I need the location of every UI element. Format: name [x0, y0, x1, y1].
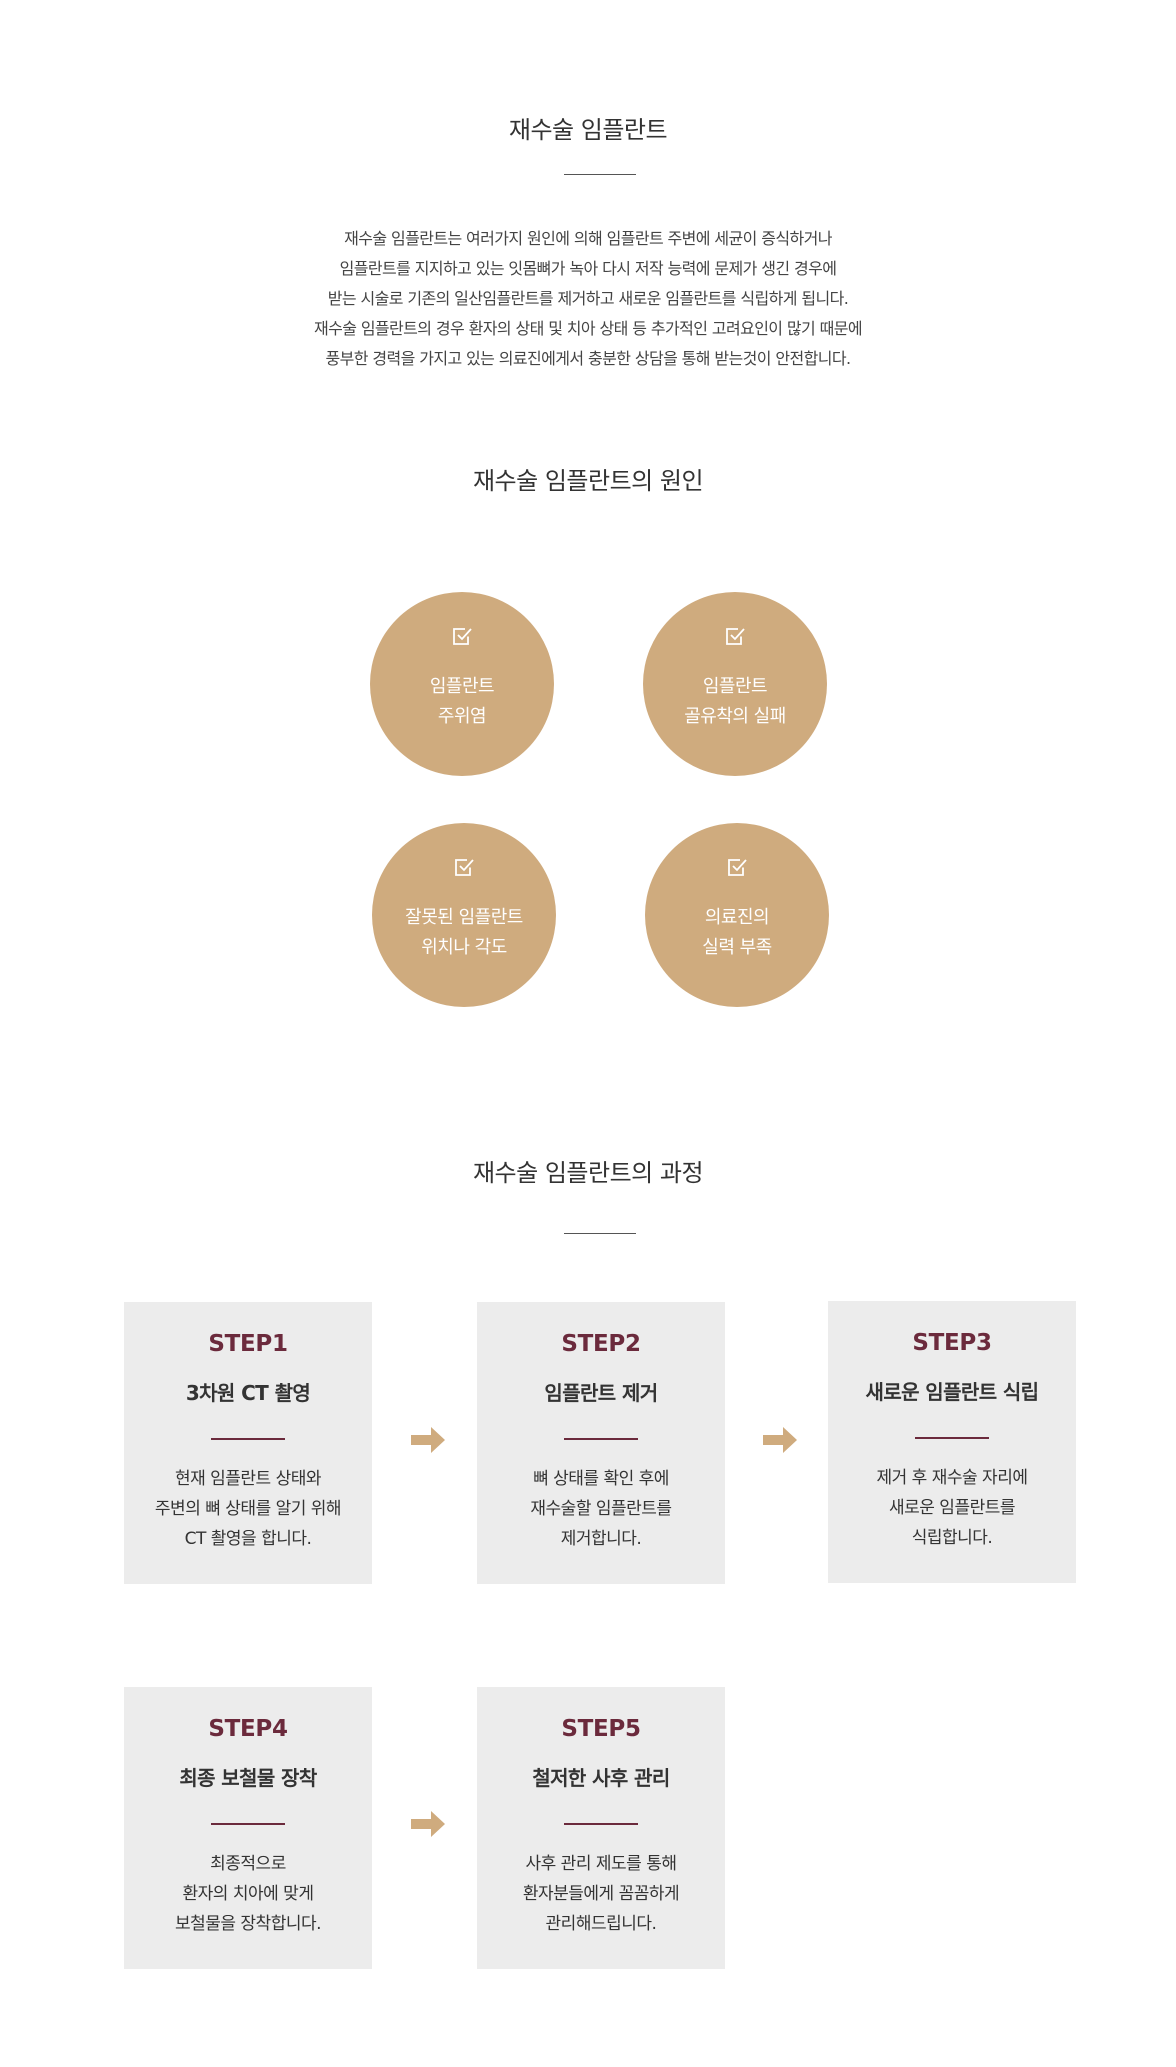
step-desc-line: CT 촬영을 합니다. — [184, 1529, 312, 1549]
title-divider — [564, 174, 636, 175]
step-desc-line: 식립합니다. — [911, 1528, 993, 1548]
check-square-icon — [453, 628, 472, 645]
arrow-right-icon — [763, 1427, 797, 1453]
step-number: STEP4 — [208, 1716, 288, 1742]
intro-line: 재수술 임플란트의 경우 환자의 상태 및 치아 상태 등 추가적인 고려요인이… — [313, 319, 863, 338]
cause-lack-of-skill: 의료진의 실력 부족 — [645, 823, 829, 1007]
intro-line: 풍부한 경력을 가지고 있는 의료진에게서 충분한 상담을 통해 받는것이 안전… — [325, 349, 852, 368]
intro-description: 재수술 임플란트는 여러가지 원인에 의해 임플란트 주변에 세균이 증식하거나… — [238, 224, 938, 374]
step-card-5: STEP5 철저한 사후 관리 사후 관리 제도를 통해 환자분들에게 꼼꼼하게… — [477, 1687, 725, 1969]
intro-line: 임플란트를 지지하고 있는 잇몸뼈가 녹아 다시 저작 능력에 문제가 생긴 경… — [339, 259, 837, 278]
cause-label-line2: 골유착의 실패 — [684, 706, 786, 727]
check-square-icon — [455, 859, 474, 876]
step-card-2: STEP2 임플란트 제거 뼈 상태를 확인 후에 재수술할 임플란트를 제거합… — [477, 1302, 725, 1584]
cause-label-line1: 의료진의 — [704, 907, 770, 928]
step-desc-line: 사후 관리 제도를 통해 — [525, 1854, 677, 1874]
cause-label-line1: 잘못된 임플란트 — [405, 907, 523, 928]
step-divider — [564, 1438, 638, 1440]
step-card-4: STEP4 최종 보철물 장착 최종적으로 환자의 치아에 맞게 보철물을 장착… — [124, 1687, 372, 1969]
step-title: 3차원 CT 촬영 — [185, 1381, 311, 1405]
cause-label: 임플란트 주위염 — [370, 672, 554, 732]
cause-label: 임플란트 골유착의 실패 — [643, 672, 827, 732]
step-desc-line: 새로운 임플란트를 — [888, 1498, 1016, 1518]
cause-label-line2: 주위염 — [437, 706, 487, 727]
check-square-icon — [728, 859, 747, 876]
step-desc-line: 제거합니다. — [560, 1529, 642, 1549]
cause-peri-implantitis: 임플란트 주위염 — [370, 592, 554, 776]
step-desc-line: 최종적으로 — [210, 1854, 286, 1874]
check-square-icon — [726, 628, 745, 645]
step-description: 최종적으로 환자의 치아에 맞게 보철물을 장착합니다. — [124, 1849, 372, 1939]
step-card-3: STEP3 새로운 임플란트 식립 제거 후 재수술 자리에 새로운 임플란트를… — [828, 1301, 1076, 1583]
section-title-reoperation: 재수술 임플란트 — [508, 116, 668, 144]
cause-label-line2: 위치나 각도 — [421, 937, 507, 958]
step-desc-line: 관리해드립니다. — [545, 1914, 657, 1934]
cause-label: 의료진의 실력 부족 — [645, 903, 829, 963]
step-description: 사후 관리 제도를 통해 환자분들에게 꼼꼼하게 관리해드립니다. — [477, 1849, 725, 1939]
step-description: 뼈 상태를 확인 후에 재수술할 임플란트를 제거합니다. — [477, 1464, 725, 1554]
intro-line: 받는 시술로 기존의 일산임플란트를 제거하고 새로운 임플란트를 식립하게 됩… — [327, 289, 849, 308]
step-desc-line: 재수술할 임플란트를 — [530, 1499, 672, 1519]
step-desc-line: 제거 후 재수술 자리에 — [876, 1468, 1028, 1488]
step-desc-line: 환자분들에게 꼼꼼하게 — [522, 1884, 680, 1904]
step-description: 제거 후 재수술 자리에 새로운 임플란트를 식립합니다. — [828, 1463, 1076, 1553]
step-desc-line: 환자의 치아에 맞게 — [182, 1884, 314, 1904]
step-number: STEP2 — [561, 1331, 641, 1357]
step-number: STEP3 — [912, 1330, 992, 1356]
step-desc-line: 뼈 상태를 확인 후에 — [533, 1469, 669, 1489]
step-desc-line: 보철물을 장착합니다. — [174, 1914, 322, 1934]
step-title: 철저한 사후 관리 — [532, 1766, 670, 1790]
step-title: 최종 보철물 장착 — [179, 1766, 317, 1790]
cause-label: 잘못된 임플란트 위치나 각도 — [372, 903, 556, 963]
step-divider — [564, 1823, 638, 1825]
step-desc-line: 주변의 뼈 상태를 알기 위해 — [154, 1499, 342, 1519]
cause-osseointegration-failure: 임플란트 골유착의 실패 — [643, 592, 827, 776]
cause-label-line1: 임플란트 — [702, 676, 768, 697]
step-number: STEP5 — [561, 1716, 641, 1742]
step-description: 현재 임플란트 상태와 주변의 뼈 상태를 알기 위해 CT 촬영을 합니다. — [124, 1464, 372, 1554]
arrow-right-icon — [411, 1811, 445, 1837]
step-divider — [915, 1437, 989, 1439]
section-title-causes: 재수술 임플란트의 원인 — [472, 467, 704, 495]
section-title-process: 재수술 임플란트의 과정 — [472, 1159, 704, 1187]
step-divider — [211, 1438, 285, 1440]
arrow-right-icon — [411, 1427, 445, 1453]
step-card-1: STEP1 3차원 CT 촬영 현재 임플란트 상태와 주변의 뼈 상태를 알기… — [124, 1302, 372, 1584]
step-number: STEP1 — [208, 1331, 288, 1357]
step-desc-line: 현재 임플란트 상태와 — [174, 1469, 322, 1489]
step-title: 임플란트 제거 — [544, 1381, 658, 1405]
step-divider — [211, 1823, 285, 1825]
step-title: 새로운 임플란트 식립 — [865, 1380, 1040, 1404]
cause-wrong-position: 잘못된 임플란트 위치나 각도 — [372, 823, 556, 1007]
intro-line: 재수술 임플란트는 여러가지 원인에 의해 임플란트 주변에 세균이 증식하거나 — [344, 229, 832, 248]
cause-label-line2: 실력 부족 — [702, 937, 772, 958]
title-divider — [564, 1233, 636, 1234]
cause-label-line1: 임플란트 — [429, 676, 495, 697]
